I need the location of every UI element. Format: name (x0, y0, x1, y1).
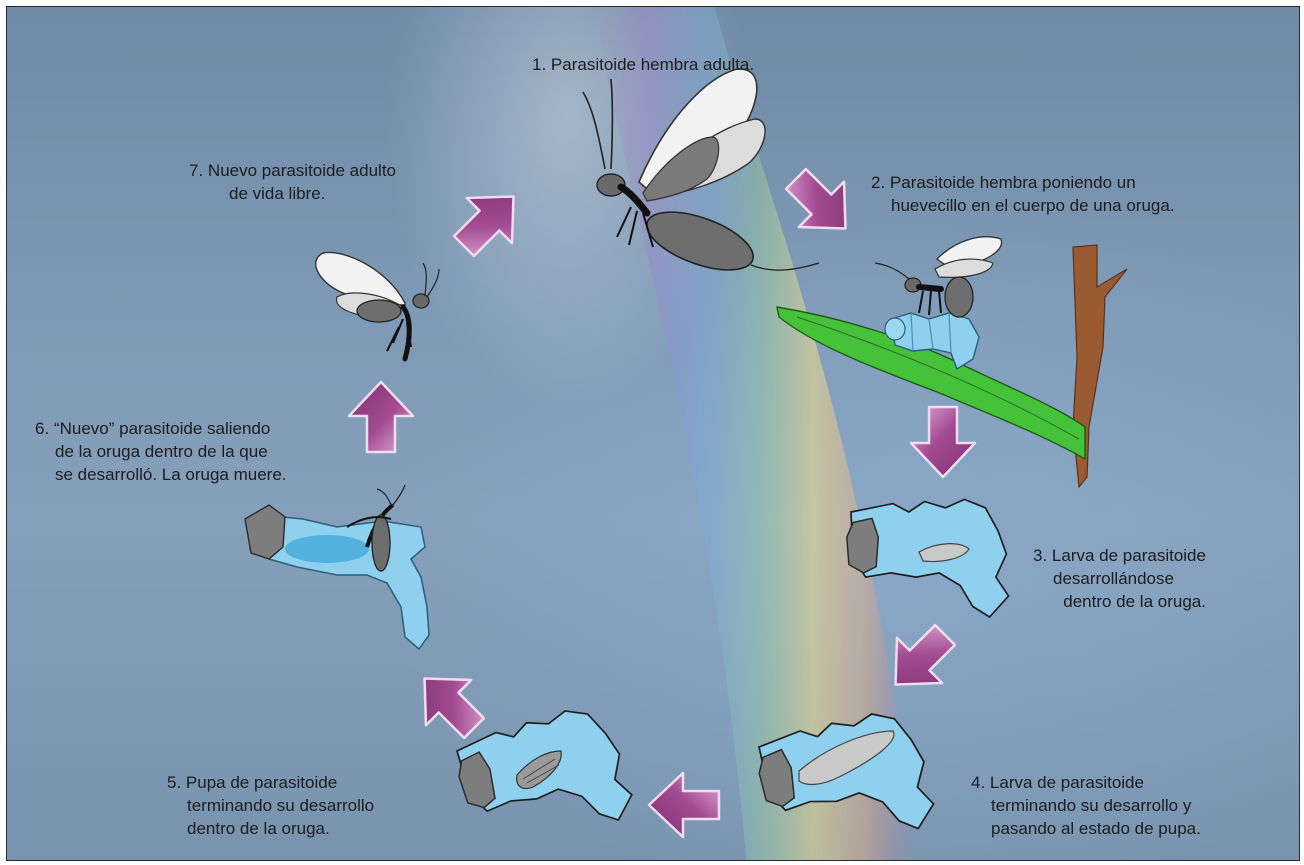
step-1-label: 1. Parasitoide hembra adulta. (532, 53, 754, 76)
caterpillar-with-larva (847, 499, 1009, 617)
diagram-canvas: 1. Parasitoide hembra adulta. 2. Parasit… (6, 6, 1300, 861)
emerging-wasp-from-caterpillar (245, 485, 429, 649)
step-2-label: 2. Parasitoide hembra poniendo un huevec… (871, 171, 1175, 217)
arrow-2-to-3 (911, 407, 975, 477)
arrow-3-to-4 (873, 612, 968, 707)
caterpillar-with-late-larva (752, 706, 937, 854)
arrow-6-to-7 (349, 382, 413, 452)
ovipositing-wasp (875, 237, 1002, 317)
step-5-label: 5. Pupa de parasitoide terminando su des… (167, 771, 374, 840)
adult-female-wasp (583, 69, 819, 282)
arrow-4-to-5 (649, 773, 719, 837)
step-3-label: 3. Larva de parasitoide desarrollándose … (1033, 544, 1206, 613)
arrow-1-to-2 (773, 156, 868, 251)
step-4-label: 4. Larva de parasitoide terminando su de… (971, 771, 1201, 840)
step-7-label: 7. Nuevo parasitoide adulto de vida libr… (189, 159, 396, 205)
arrow-7-to-1 (441, 174, 536, 269)
new-adult-wasp (316, 252, 439, 359)
step-6-label: 6. “Nuevo” parasitoide saliendo de la or… (35, 417, 287, 486)
arrow-5-to-6 (402, 656, 497, 751)
